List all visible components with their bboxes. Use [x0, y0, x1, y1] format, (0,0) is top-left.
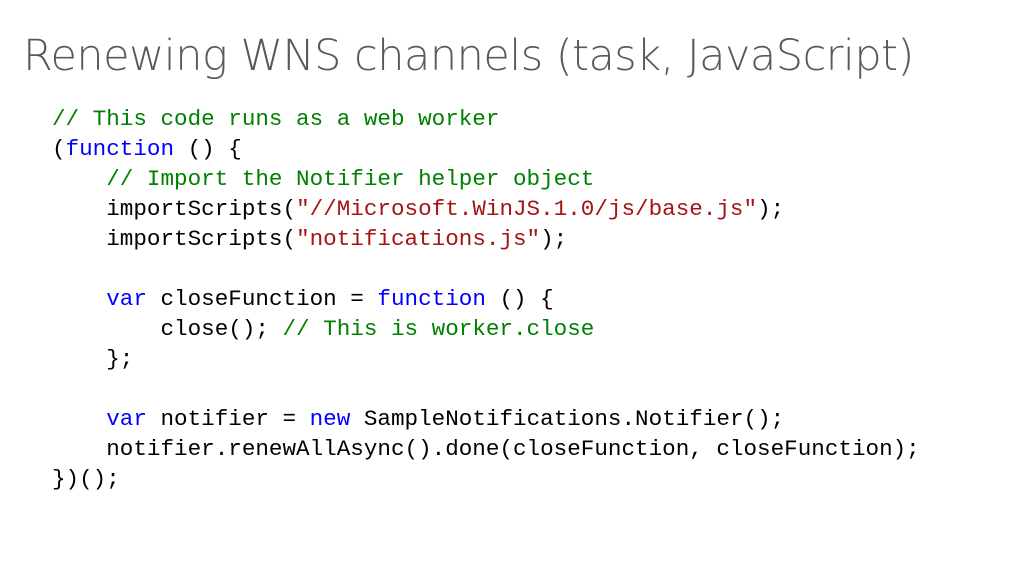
- code-token-plain: notifier.renewAllAsync().done(closeFunct…: [52, 436, 920, 462]
- code-token-plain: };: [52, 346, 134, 372]
- code-token-keyword: function: [65, 136, 175, 162]
- code-line: notifier.renewAllAsync().done(closeFunct…: [52, 434, 920, 464]
- code-line: importScripts("//Microsoft.WinJS.1.0/js/…: [52, 194, 920, 224]
- code-line: close(); // This is worker.close: [52, 314, 920, 344]
- code-token-plain: );: [757, 196, 785, 222]
- code-token-plain: close();: [52, 316, 283, 342]
- code-line: };: [52, 344, 920, 374]
- code-token-plain: );: [540, 226, 568, 252]
- code-token-plain: importScripts(: [52, 196, 297, 222]
- code-token-plain: [52, 406, 106, 432]
- code-token-plain: () {: [485, 286, 554, 312]
- code-token-comment: // Import the Notifier helper object: [106, 166, 595, 192]
- code-token-keyword: new: [309, 406, 351, 432]
- code-line: [52, 254, 920, 284]
- code-line: (function () {: [52, 134, 920, 164]
- code-line: })();: [52, 464, 920, 494]
- code-line: // This code runs as a web worker: [52, 104, 920, 134]
- code-token-plain: [52, 286, 106, 312]
- code-line: importScripts("notifications.js");: [52, 224, 920, 254]
- code-line: var closeFunction = function () {: [52, 284, 920, 314]
- code-token-keyword: var: [106, 286, 147, 312]
- code-line: // Import the Notifier helper object: [52, 164, 920, 194]
- code-token-plain: SampleNotifications.Notifier();: [350, 406, 785, 432]
- code-token-plain: importScripts(: [52, 226, 297, 252]
- slide-title: Renewing WNS channels (task, JavaScript): [23, 31, 914, 81]
- code-line: var notifier = new SampleNotifications.N…: [52, 404, 920, 434]
- code-token-plain: closeFunction =: [146, 286, 378, 312]
- code-token-keyword: var: [106, 406, 147, 432]
- code-token-plain: () {: [174, 136, 242, 162]
- code-token-comment: // This is worker.close: [282, 316, 595, 342]
- code-token-keyword: function: [377, 286, 486, 312]
- code-line: [52, 374, 920, 404]
- code-token-string: "notifications.js": [296, 226, 541, 252]
- code-token-plain: })();: [52, 466, 120, 492]
- code-token-comment: // This code runs as a web worker: [52, 106, 500, 132]
- code-token-string: "//Microsoft.WinJS.1.0/js/base.js": [296, 196, 758, 222]
- code-token-plain: (: [52, 136, 66, 162]
- code-token-plain: [52, 166, 106, 192]
- code-block: // This code runs as a web worker(functi…: [52, 104, 920, 494]
- code-token-plain: notifier =: [146, 406, 310, 432]
